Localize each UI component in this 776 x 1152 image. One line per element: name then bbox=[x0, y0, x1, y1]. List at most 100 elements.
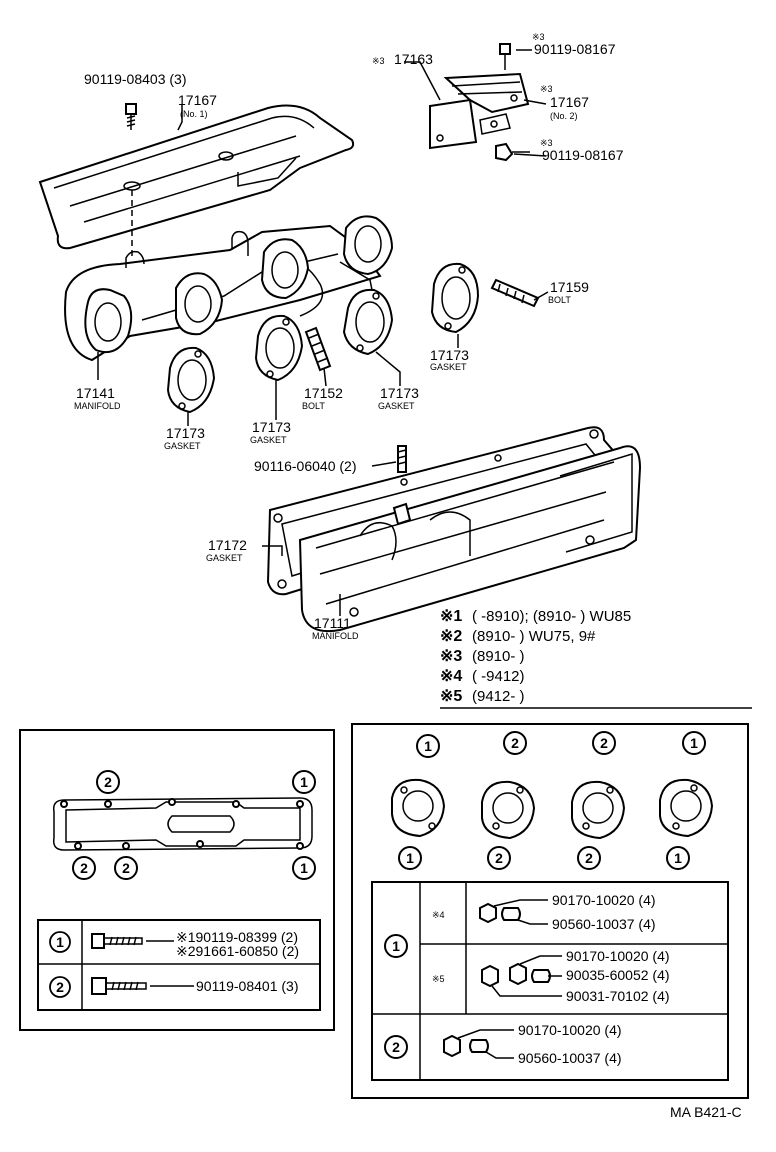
label-17152-sub: BOLT bbox=[302, 401, 325, 411]
legend-text-2: (8910- ) WU75, 9# bbox=[472, 628, 596, 645]
circle-marker-left-top-2: 2 bbox=[96, 770, 120, 794]
left-table-row-2: 2 90119-08401 (3) bbox=[49, 976, 298, 998]
label-17163: 17163 bbox=[394, 51, 433, 67]
label-17172: 17172 bbox=[208, 537, 247, 553]
bolt-icon bbox=[91, 933, 174, 949]
label-17111: 17111 bbox=[314, 615, 351, 631]
svg-text:2: 2 bbox=[104, 774, 112, 790]
label-90119-08167-a: 90119-08167 bbox=[534, 41, 616, 57]
leader-lines-lower bbox=[262, 461, 397, 616]
svg-text:2: 2 bbox=[392, 1039, 400, 1055]
legend-text-4: ( -9412) bbox=[472, 668, 525, 685]
bolt-90119-08403-icon bbox=[125, 103, 137, 130]
nut-washer-spacer-icon bbox=[481, 962, 551, 988]
left-detail-box: 2 1 2 2 1 1 bbox=[19, 729, 335, 1031]
left-row-1-line-1: ※190119-08399 (2) bbox=[176, 929, 298, 945]
flange-bolt-icon bbox=[91, 977, 194, 995]
svg-text:2: 2 bbox=[600, 735, 608, 751]
svg-text:1: 1 bbox=[424, 738, 432, 754]
drawing-code: MA B421-C bbox=[670, 1104, 742, 1120]
legend-mark-1: ※1 bbox=[440, 608, 462, 625]
legend-text-3: (8910- ) bbox=[472, 648, 525, 665]
label-17167-2-mark: ※3 bbox=[540, 84, 553, 94]
nut-and-washer-icon bbox=[479, 902, 521, 924]
right-row-2-line-1: 90170-10020 (4) bbox=[518, 1022, 622, 1038]
circle-marker-right-bottom-2: 2 bbox=[487, 846, 511, 870]
gasket-17173-b-drawing bbox=[342, 288, 394, 356]
stud-bolt-17159-icon bbox=[490, 278, 540, 308]
svg-text:1: 1 bbox=[392, 938, 400, 954]
svg-text:2: 2 bbox=[122, 860, 130, 876]
exhaust-manifold-17111-drawing bbox=[298, 445, 642, 632]
label-17141-sub: MANIFOLD bbox=[74, 401, 121, 411]
right-row-1a-line-2: 90560-10037 (4) bbox=[552, 916, 656, 932]
stud-bolt-17152-icon bbox=[304, 326, 332, 372]
svg-text:1: 1 bbox=[300, 774, 308, 790]
left-table-row-1: 1 ※190119-08399 (2) ※291661-60850 (2) bbox=[49, 929, 299, 959]
legend-mark-3: ※3 bbox=[440, 648, 462, 665]
svg-text:2: 2 bbox=[80, 860, 88, 876]
label-17173-c-sub: GASKET bbox=[250, 435, 287, 445]
gasket-17173-d-drawing bbox=[166, 346, 216, 414]
right-row-2-line-2: 90560-10037 (4) bbox=[518, 1050, 622, 1066]
gasket-variant-1-drawing bbox=[391, 778, 446, 838]
circle-marker-right-top-4: 1 bbox=[682, 731, 706, 755]
legend-mark-4: ※4 bbox=[440, 668, 462, 685]
label-17173-b: 17173 bbox=[380, 385, 419, 401]
label-17159-sub: BOLT bbox=[548, 295, 571, 305]
svg-text:1: 1 bbox=[300, 860, 308, 876]
legend-text-5: (9412- ) bbox=[472, 688, 525, 705]
svg-text:2: 2 bbox=[511, 735, 519, 751]
svg-text:1: 1 bbox=[56, 934, 64, 950]
heat-insulator-no1-drawing bbox=[38, 104, 355, 260]
circle-marker-right-bottom-3: 2 bbox=[577, 846, 601, 870]
svg-text:1: 1 bbox=[690, 735, 698, 751]
svg-text:1: 1 bbox=[406, 850, 414, 866]
label-17173-d-sub: GASKET bbox=[164, 441, 201, 451]
circle-marker-right-top-2: 2 bbox=[503, 731, 527, 755]
label-17173-a-sub: GASKET bbox=[430, 362, 467, 372]
circle-marker-right-bottom-1: 1 bbox=[398, 846, 422, 870]
label-17173-c: 17173 bbox=[252, 419, 291, 435]
gasket-17173-a-drawing bbox=[430, 262, 480, 334]
left-row-2-line-1: 90119-08401 (3) bbox=[196, 978, 298, 994]
label-17167-2: 17167 bbox=[550, 94, 589, 110]
circle-marker-right-top-3: 2 bbox=[592, 731, 616, 755]
right-table-row-2: 2 90170-10020 (4) 90560-10037 (4) bbox=[384, 1022, 622, 1066]
applicability-legend: ※1 ( -8910); (8910- ) WU85 ※2 (8910- ) W… bbox=[440, 608, 752, 709]
right-row-1a-line-1: 90170-10020 (4) bbox=[552, 892, 656, 908]
legend-mark-5: ※5 bbox=[440, 688, 462, 705]
right-detail-box: 1 2 2 1 1 2 2 1 bbox=[351, 723, 749, 1099]
stud-bolt-90116-06040-icon bbox=[397, 445, 407, 473]
right-row-1b-line-3: 90031-70102 (4) bbox=[566, 988, 670, 1004]
leader-lines-upper bbox=[97, 49, 549, 426]
bolt-90119-08167-bottom-icon bbox=[495, 142, 530, 162]
left-row-1-line-2: ※291661-60850 (2) bbox=[176, 943, 299, 959]
svg-text:2: 2 bbox=[495, 850, 503, 866]
gasket-variant-2a-drawing bbox=[481, 780, 536, 840]
label-90116-06040: 90116-06040 (2) bbox=[254, 458, 356, 474]
label-90119-08167-b: 90119-08167 bbox=[542, 147, 624, 163]
label-90119-08167-b-mark: ※3 bbox=[540, 138, 553, 148]
right-row-1b-line-2: 90035-60052 (4) bbox=[566, 967, 670, 983]
legend-mark-2: ※2 bbox=[440, 628, 462, 645]
svg-text:2: 2 bbox=[585, 850, 593, 866]
label-17141: 17141 bbox=[76, 385, 115, 401]
heat-insulator-no2-drawing bbox=[429, 72, 530, 150]
label-17173-d: 17173 bbox=[166, 425, 205, 441]
circle-marker-left-top-1: 1 bbox=[292, 770, 316, 794]
legend-text-1: ( -8910); (8910- ) WU85 bbox=[472, 608, 631, 625]
right-row-1b-line-1: 90170-10020 (4) bbox=[566, 948, 670, 964]
circle-marker-right-top-1: 1 bbox=[416, 734, 440, 758]
circle-marker-left-bottom-2b: 2 bbox=[114, 856, 138, 880]
svg-text:※4: ※4 bbox=[432, 910, 445, 920]
label-90119-08167-a-mark: ※3 bbox=[532, 32, 545, 42]
label-17111-sub: MANIFOLD bbox=[312, 631, 359, 641]
right-table-row-1: 1 ※4 90170-10020 (4) 90560-10037 (4) ※5 bbox=[384, 892, 670, 1004]
label-17152: 17152 bbox=[304, 385, 343, 401]
circle-marker-left-bottom-2a: 2 bbox=[72, 856, 96, 880]
svg-text:※5: ※5 bbox=[432, 974, 445, 984]
circle-marker-right-bottom-4: 1 bbox=[666, 846, 690, 870]
label-17172-sub: GASKET bbox=[206, 553, 243, 563]
